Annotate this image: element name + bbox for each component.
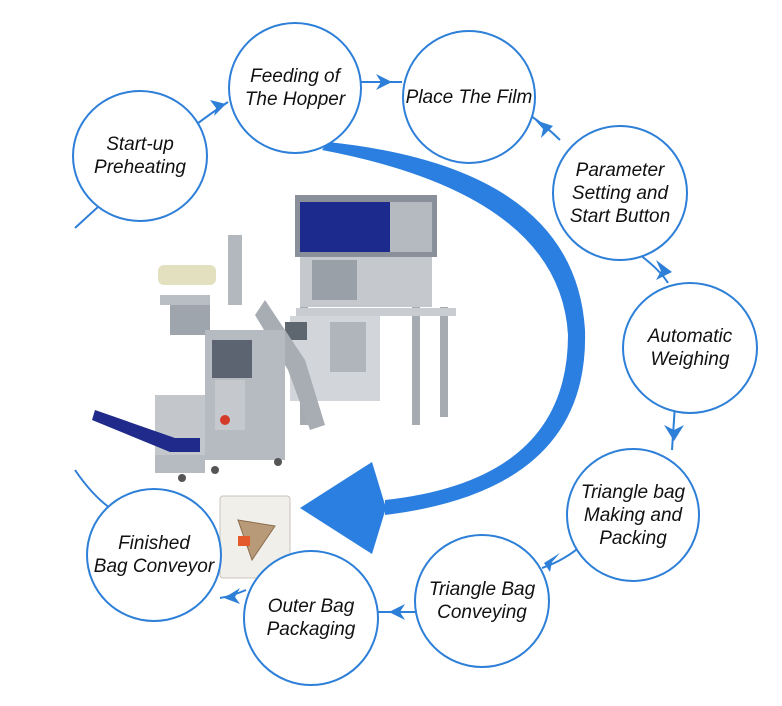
step-finished-bag-conveyor: Finished Bag Conveyor (86, 488, 222, 622)
chevron-arrow-icon (224, 588, 240, 604)
chevron-arrow-icon (389, 604, 405, 620)
step-label: Start-up Preheating (94, 134, 186, 178)
step-feeding-of-the-hopper: Feeding of The Hopper (228, 22, 362, 154)
step-parameter-setting: Parameter Setting and Start Button (552, 125, 688, 261)
large-flow-arrowhead (300, 462, 386, 554)
step-automatic-weighing: Automatic Weighing (622, 282, 758, 414)
step-label: Parameter Setting and Start Button (569, 159, 671, 227)
step-label: Outer Bag Packaging (266, 596, 356, 640)
chevron-arrow-icon (544, 553, 560, 572)
step-triangle-bag-conveying: Triangle Bag Conveying (414, 534, 550, 668)
step-start-up-preheating: Start-up Preheating (72, 90, 208, 222)
ring-arc-left-bottom (74, 469, 111, 509)
chevron-arrow-icon (656, 260, 672, 280)
chevron-arrow-icon (210, 100, 226, 116)
chevron-arrow-icon (535, 120, 553, 138)
chevron-arrow-icon (376, 74, 392, 90)
packing-machine-photo (92, 195, 456, 482)
step-label: Triangle bag Making and Packing (580, 481, 686, 549)
finished-tea-bag-photo (219, 495, 291, 579)
step-label: Triangle Bag Conveying (428, 579, 536, 623)
ring-arc-right-2 (671, 404, 676, 451)
ring-arc-right-1 (639, 254, 669, 284)
step-label: Place The Film (405, 86, 533, 108)
step-place-the-film: Place The Film (402, 30, 536, 164)
chevron-arrow-icon (664, 425, 684, 441)
step-label: Automatic Weighing (647, 326, 733, 370)
step-label: Feeding of The Hopper (244, 66, 346, 110)
step-triangle-bag-making: Triangle bag Making and Packing (566, 448, 700, 582)
step-outer-bag-packaging: Outer Bag Packaging (243, 550, 379, 686)
step-label: Finished Bag Conveyor (93, 533, 215, 577)
